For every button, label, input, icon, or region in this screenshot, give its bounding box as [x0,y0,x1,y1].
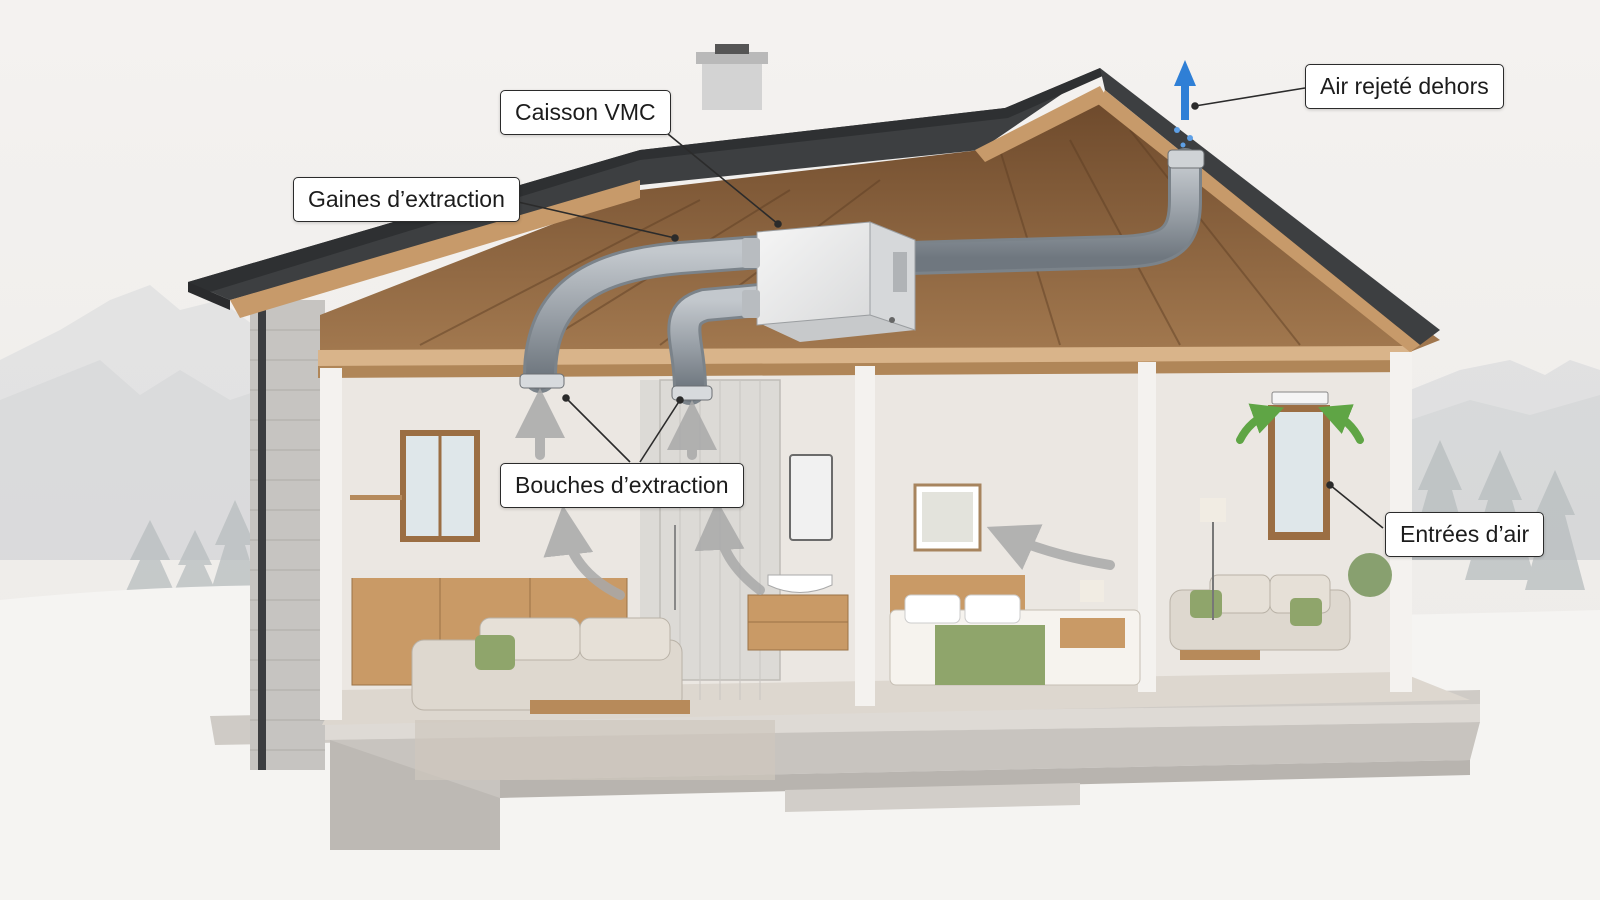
label-entrees-air: Entrées d’air [1385,512,1545,558]
bedroom [889,483,1141,686]
left-wall [250,300,325,770]
label-gaines-extraction: Gaines d’extraction [293,177,520,223]
exhaust-arrow-icon [1174,60,1196,148]
label-caisson-vmc: Caisson VMC [500,90,671,136]
chimney [696,44,768,110]
label-bouches-extraction: Bouches d’extraction [500,463,744,509]
living-room [1169,391,1392,660]
extract-arrow-icon [515,388,1115,600]
extraction-ducts [523,148,1202,405]
sofa-left [411,617,775,780]
extraction-vents [519,149,1205,401]
mountains [0,285,1600,560]
label-air-rejete: Air rejeté dehors [1305,64,1504,110]
intake-arrow-icon [1236,403,1364,444]
vmc-unit [742,221,916,342]
leader-lines [517,87,1384,529]
